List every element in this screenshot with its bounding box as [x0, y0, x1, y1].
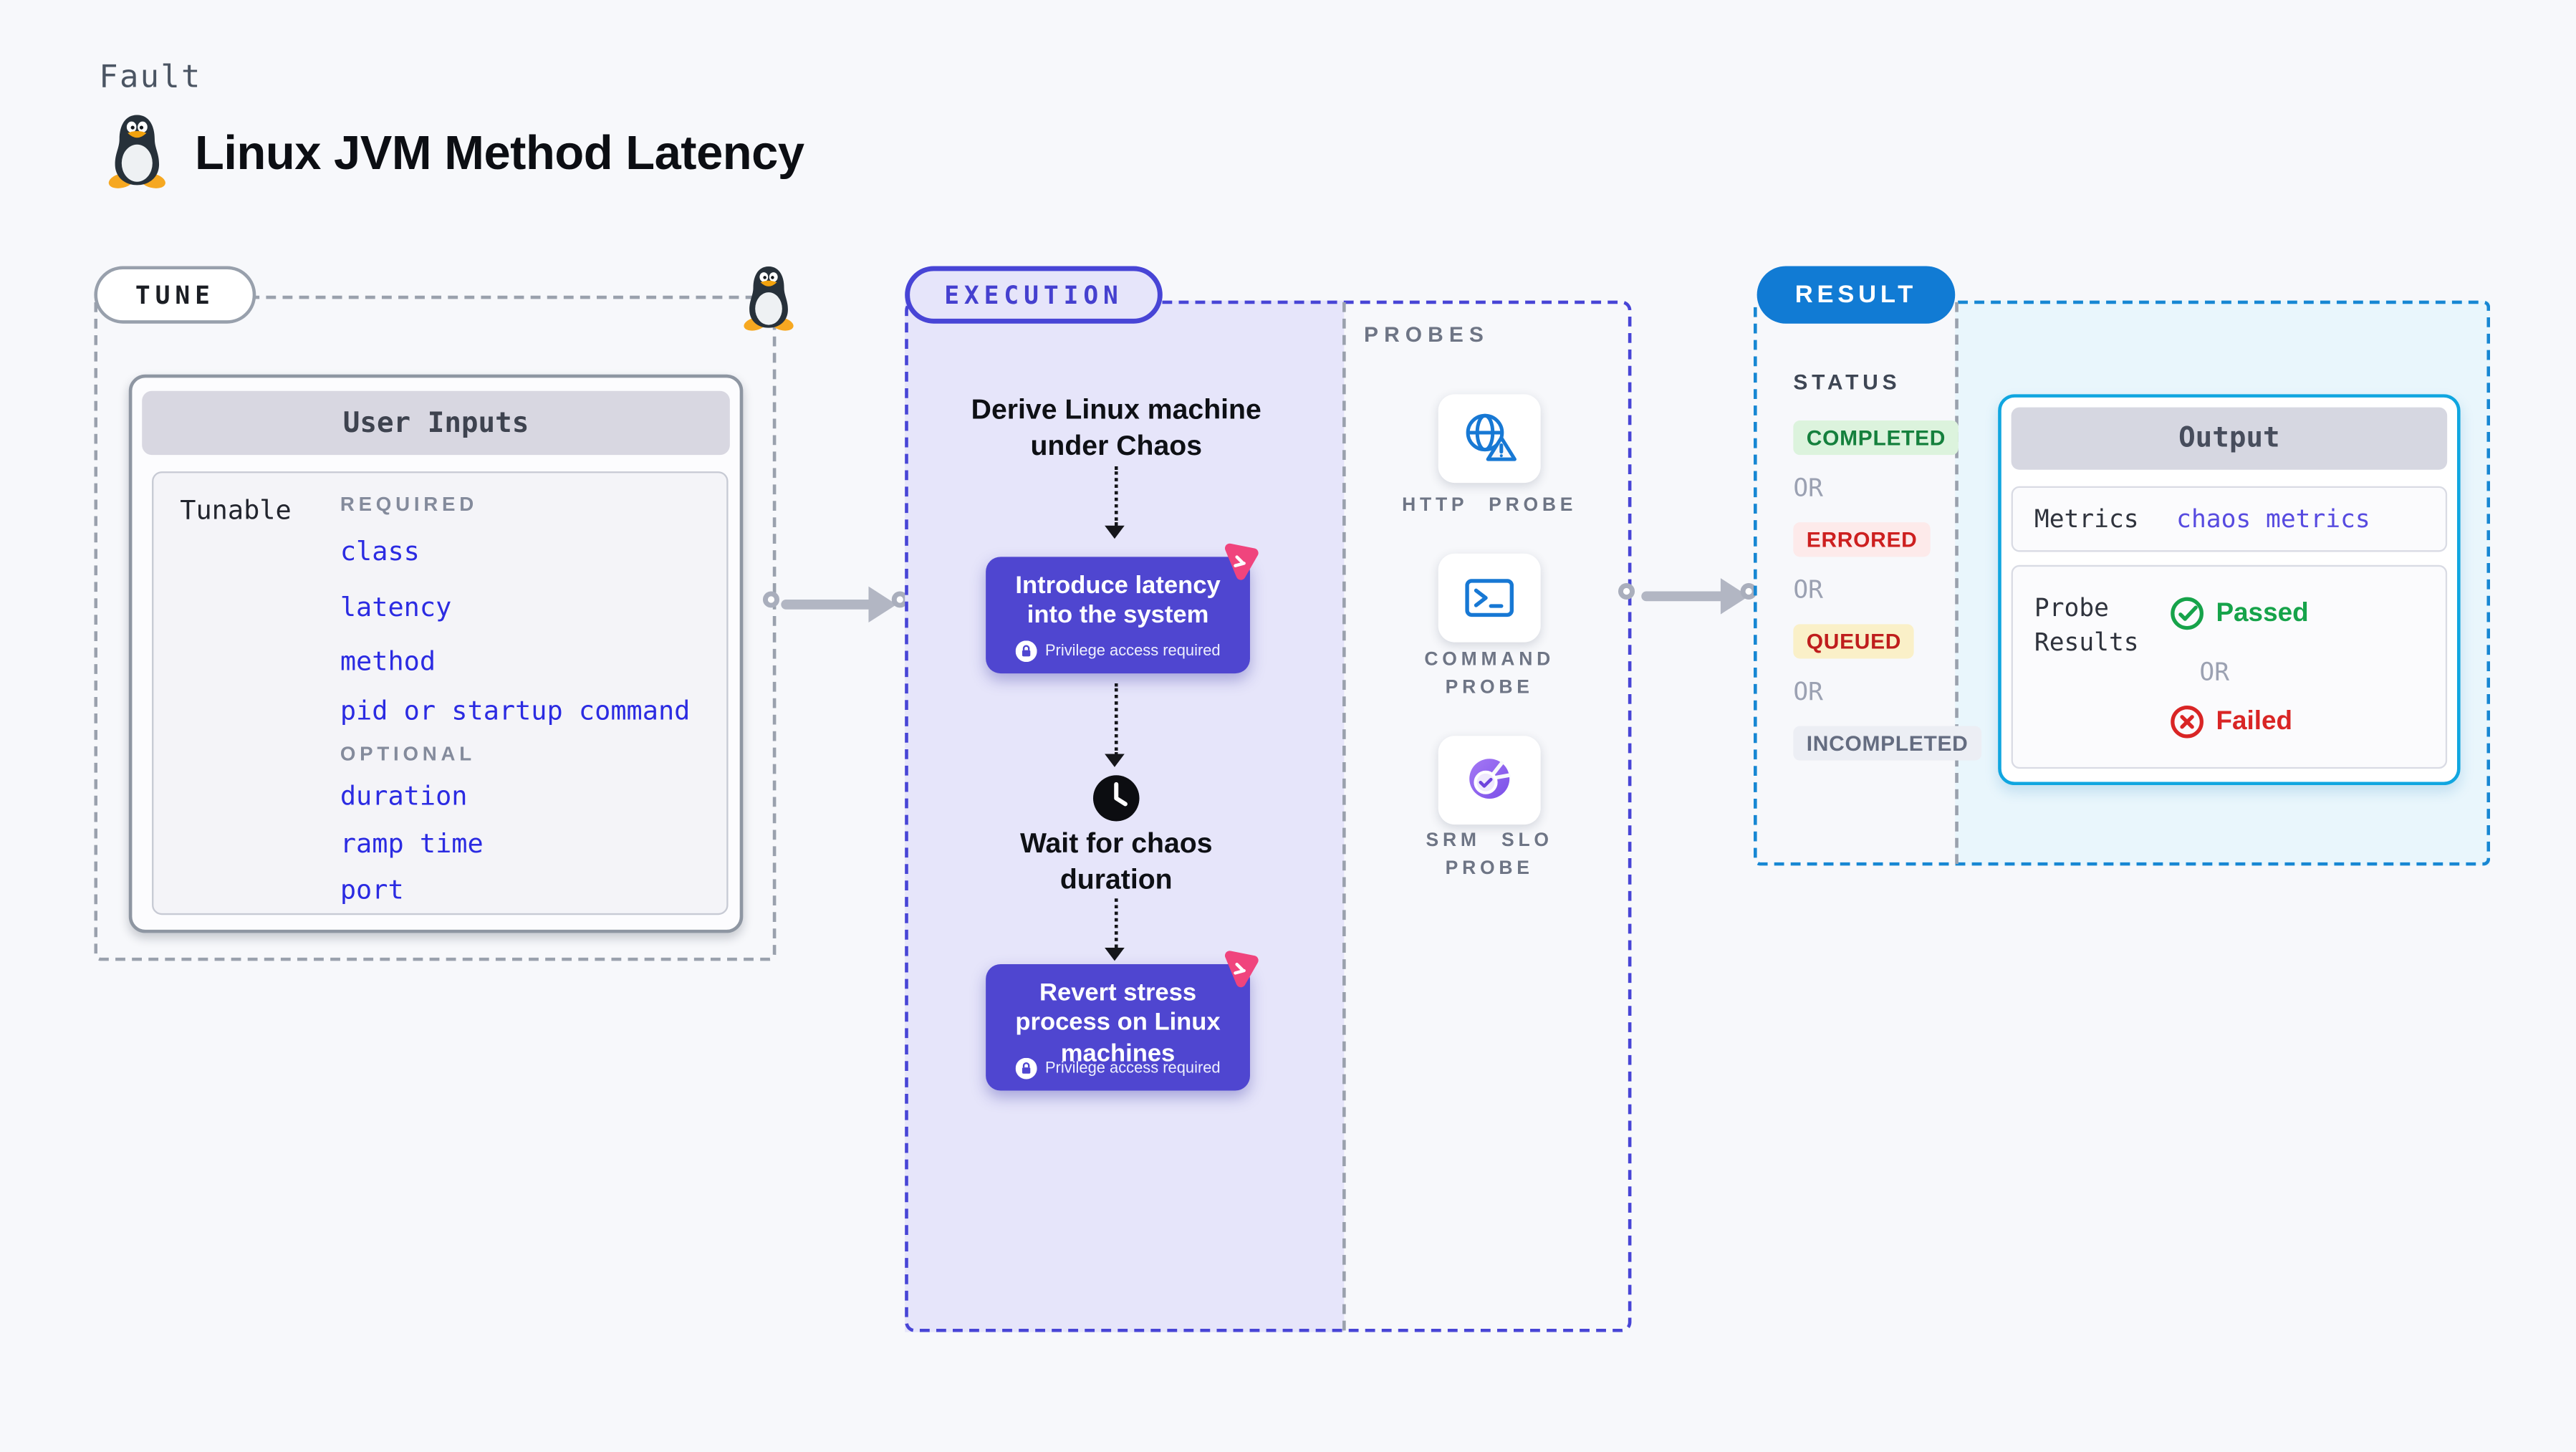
command-probe-label: COMMAND PROBE	[1424, 650, 1555, 699]
clock-icon	[1092, 774, 1141, 823]
execution-section-box	[905, 300, 1632, 1332]
result-pill: RESULT	[1756, 266, 1956, 324]
http-probe-label: HTTP PROBE	[1402, 496, 1577, 516]
step-node-title: Revert stress process on Linux machines	[1015, 979, 1221, 1067]
lock-icon	[1015, 640, 1037, 662]
fault-kicker: Fault	[99, 59, 202, 95]
execution-pill: EXECUTION	[905, 266, 1163, 324]
tunable-item-method: method	[340, 645, 436, 677]
passed-label: Passed	[2216, 598, 2309, 627]
execution-to-result-connector	[1641, 591, 1728, 602]
user-inputs-header: User Inputs	[142, 390, 730, 456]
tune-pill: TUNE	[94, 266, 256, 324]
step-node-title: Introduce latency into the system	[1015, 571, 1221, 630]
flow-arrow	[1114, 466, 1118, 526]
connector-port	[1618, 583, 1635, 600]
srm-slo-probe-card[interactable]	[1438, 736, 1541, 825]
optional-section-label: OPTIONAL	[340, 742, 476, 766]
terminal-icon	[1460, 568, 1519, 628]
tunable-item-class: class	[340, 535, 420, 567]
globe-alert-icon	[1460, 409, 1519, 468]
tunable-item-ramp-time: ramp time	[340, 827, 484, 860]
chaos-metrics-link[interactable]: chaos metrics	[2176, 504, 2370, 534]
failed-label: Failed	[2216, 707, 2293, 736]
metrics-label: Metrics	[2034, 504, 2139, 534]
probe-verdict-passed: Passed	[2170, 596, 2309, 630]
arrow-down-icon	[1105, 948, 1125, 971]
tune-section-box	[94, 295, 777, 961]
status-badge-incompleted: INCOMPLETED	[1793, 726, 1981, 761]
probe-results-label: Probe Results	[2034, 592, 2139, 658]
arrow-right-icon	[868, 586, 897, 623]
tunable-item-latency: latency	[340, 591, 452, 623]
x-circle-icon	[2170, 705, 2204, 739]
derive-machine-step-label: Derive Linux machine under Chaos	[971, 394, 1261, 462]
status-badge-completed: COMPLETED	[1793, 420, 1959, 456]
srm-slo-probe-label: SRM SLO PROBE	[1426, 831, 1553, 880]
revert-stress-step-node[interactable]: Revert stress process on Linux machines …	[986, 963, 1250, 1091]
result-section-box	[1754, 300, 2491, 866]
tunable-item-port: port	[340, 873, 404, 905]
command-probe-card[interactable]	[1438, 553, 1541, 643]
status-badge-errored: ERRORED	[1793, 522, 1931, 557]
required-section-label: REQUIRED	[340, 492, 478, 516]
chaos-experiment-icon	[1217, 946, 1261, 991]
probe-verdict-failed: Failed	[2170, 705, 2292, 739]
arrow-down-icon	[1105, 754, 1125, 777]
or-separator: OR	[2199, 657, 2230, 687]
flow-arrow	[1114, 898, 1118, 948]
lock-icon	[1015, 1058, 1037, 1080]
or-separator: OR	[1793, 574, 1823, 605]
privilege-badge-label: Privilege access required	[1044, 1059, 1221, 1078]
wait-step-label: Wait for chaos duration	[1019, 827, 1213, 895]
introduce-latency-step-node[interactable]: Introduce latency into the system Privil…	[986, 557, 1250, 674]
flow-arrow	[1114, 683, 1118, 756]
result-status-divider	[1955, 302, 1959, 865]
status-section-label: STATUS	[1793, 369, 1901, 395]
connector-port	[762, 591, 780, 608]
arrow-down-icon	[1105, 525, 1125, 549]
tunable-item-duration: duration	[340, 780, 468, 812]
http-probe-card[interactable]	[1438, 394, 1541, 484]
or-separator: OR	[1793, 676, 1823, 706]
probes-section-label: PROBES	[1364, 322, 1489, 347]
tunable-label: Tunable	[180, 494, 292, 526]
probe-results-row	[2011, 564, 2448, 769]
slo-pie-icon	[1460, 751, 1519, 810]
or-separator: OR	[1793, 473, 1823, 503]
privilege-badge-label: Privilege access required	[1044, 642, 1221, 660]
execution-probes-divider	[1342, 302, 1346, 1331]
tune-to-execution-connector	[781, 599, 875, 610]
user-inputs-panel: Tunable REQUIRED class latency method pi…	[152, 471, 729, 915]
chaos-experiment-icon	[1217, 539, 1261, 583]
page-title: Linux JVM Method Latency	[195, 128, 804, 181]
check-circle-icon	[2170, 596, 2204, 630]
metrics-row	[2011, 486, 2448, 552]
status-badge-queued: QUEUED	[1793, 624, 1915, 659]
tux-penguin-corner-icon	[740, 263, 798, 334]
tux-penguin-icon	[102, 112, 172, 191]
output-card-header: Output	[2011, 407, 2448, 470]
tunable-item-pid-or-startup-command: pid or startup command	[340, 694, 691, 726]
